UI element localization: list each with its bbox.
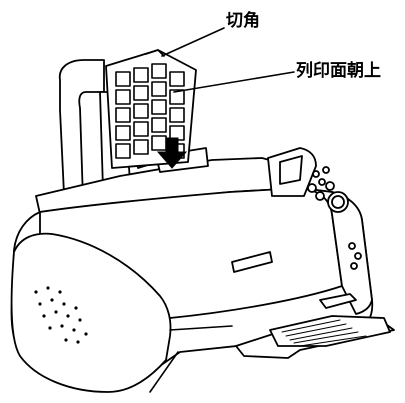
vent-dots (34, 286, 88, 344)
control-buttons (307, 166, 362, 270)
sticker-grid (115, 63, 185, 159)
insert-arrow (156, 137, 188, 169)
cut-corner-leader (161, 27, 225, 57)
front-slot (231, 251, 273, 273)
tray-bar (319, 293, 357, 309)
lcd-screen (279, 155, 303, 185)
sheet-outline (105, 49, 197, 169)
cut-corner-edge (145, 49, 165, 57)
tray-lines (281, 319, 367, 347)
paper-sheet (105, 49, 197, 169)
printable-side-label: 列印面朝上 (296, 60, 381, 81)
control-side (299, 187, 373, 315)
printable-side-leader (173, 71, 295, 93)
left-front-housing (10, 232, 172, 393)
cut-corner-label: 切角 (226, 10, 260, 31)
printer-body (10, 59, 395, 393)
